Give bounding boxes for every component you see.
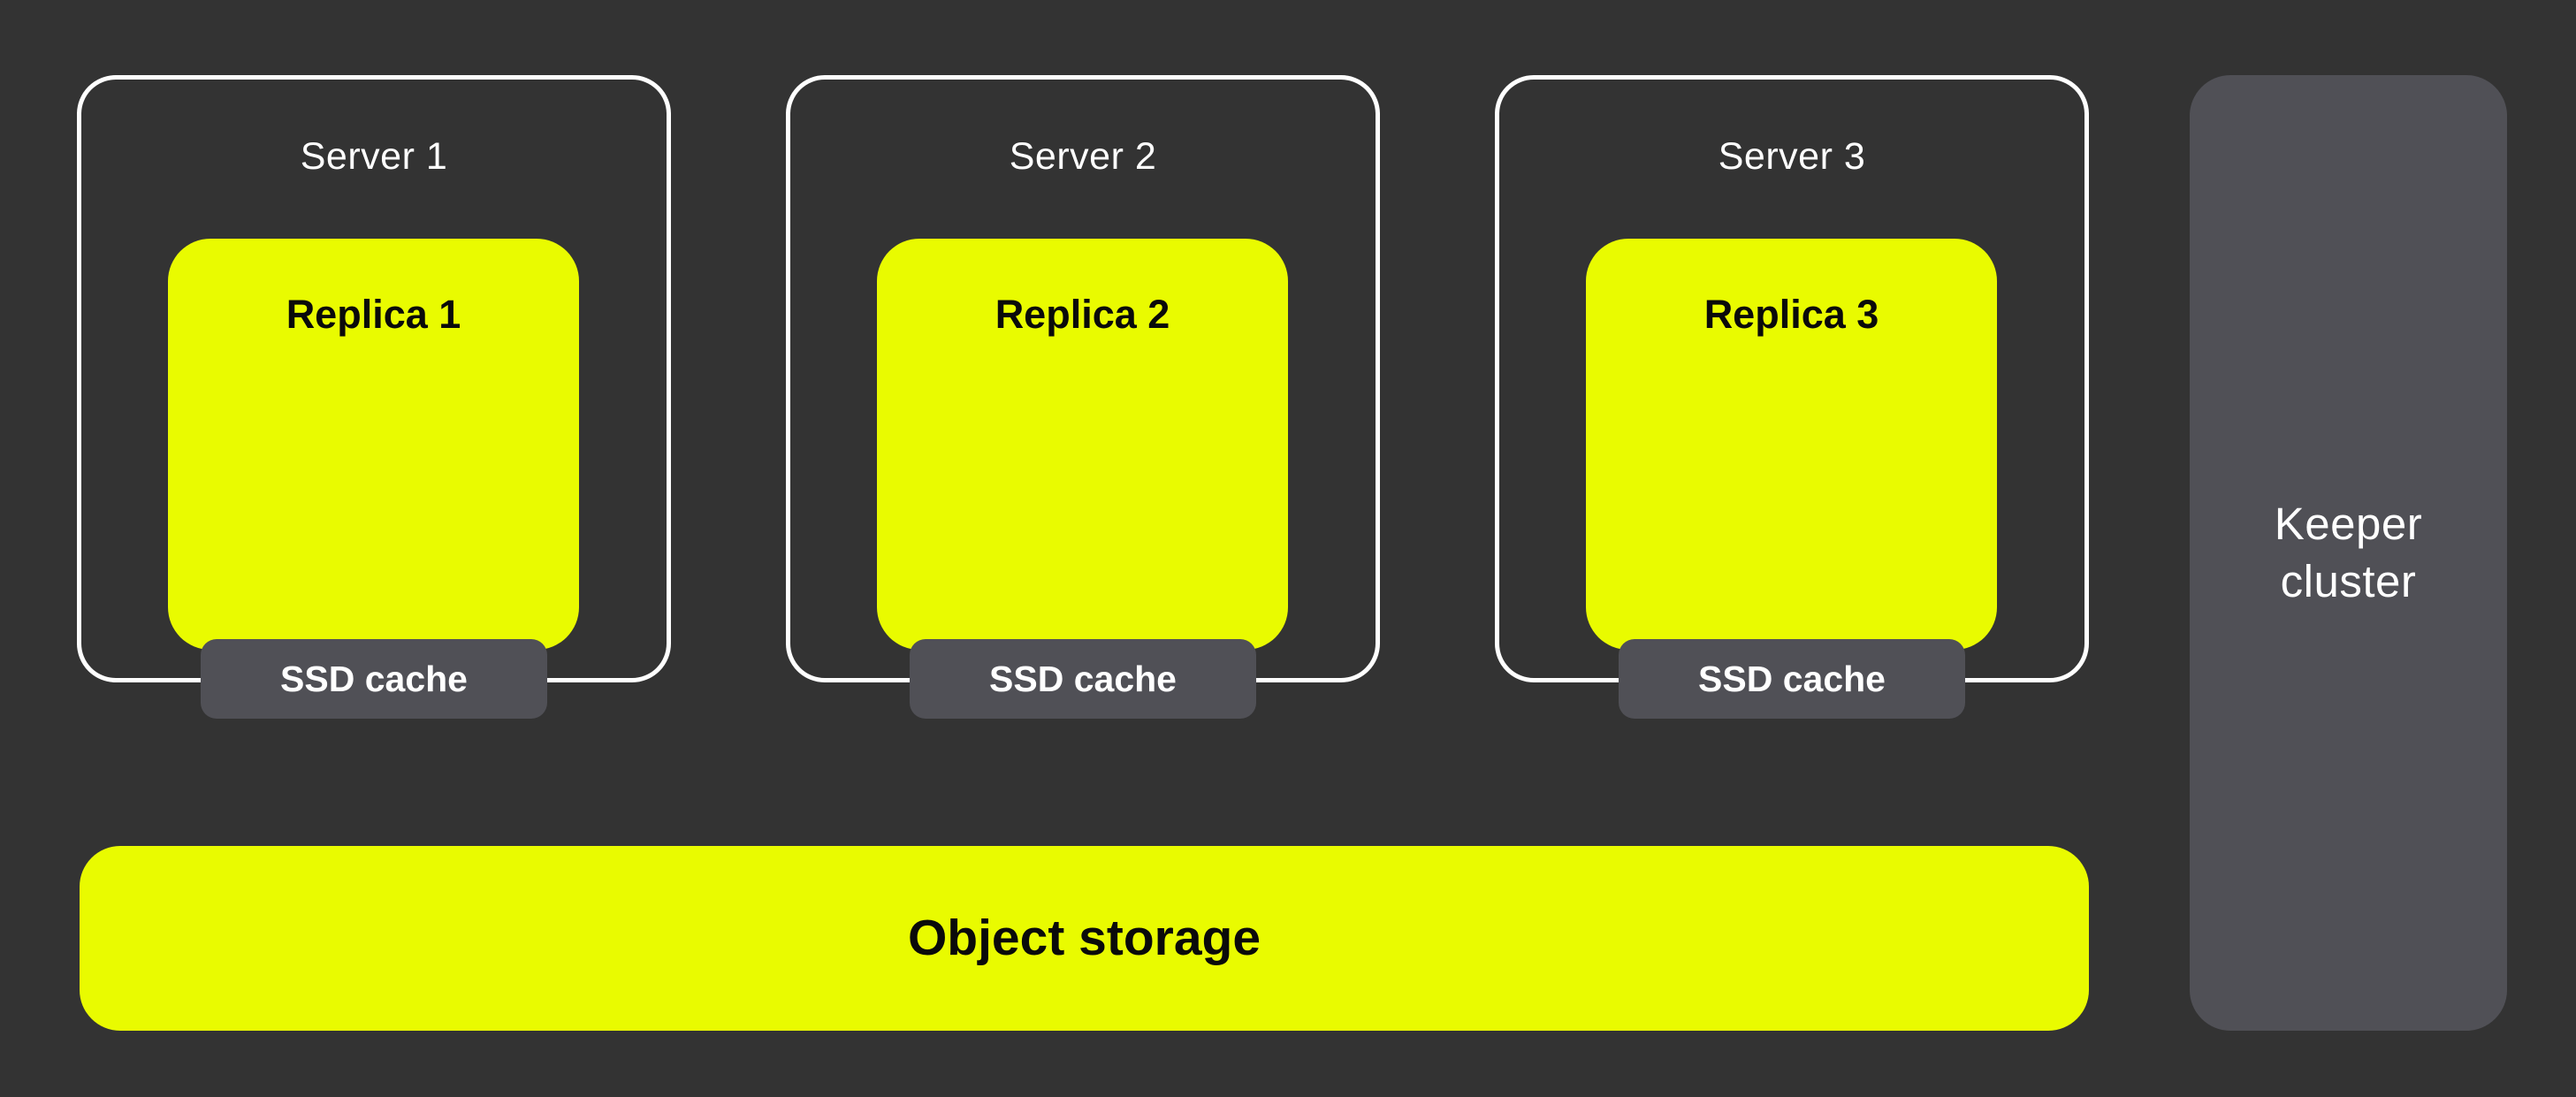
replica-3-label: Replica 3 [1703, 292, 1879, 337]
keeper-cluster-label: Keeper cluster [2274, 498, 2423, 606]
replica-3-box: Replica 3 [1586, 239, 1997, 650]
replica-1-label: Replica 1 [286, 292, 461, 337]
server-2-label: Server 2 [1009, 135, 1157, 178]
object-storage-label: Object storage [907, 910, 1261, 966]
server-3-label: Server 3 [1718, 135, 1866, 178]
replica-2-box: Replica 2 [877, 239, 1288, 650]
server-3-box: Server 3 Replica 3 SSD cache [1495, 75, 2089, 719]
ssd-cache-2-label: SSD cache [989, 658, 1177, 699]
object-storage-bar: Object storage [80, 846, 2089, 1031]
server-2-box: Server 2 Replica 2 SSD cache [786, 75, 1380, 719]
ssd-cache-3-label: SSD cache [1698, 658, 1886, 699]
replica-1-box: Replica 1 [168, 239, 579, 650]
ssd-cache-2-box: SSD cache [910, 639, 1256, 719]
ssd-cache-1-label: SSD cache [280, 658, 468, 699]
server-1-label: Server 1 [300, 135, 448, 178]
ssd-cache-1-box: SSD cache [201, 639, 547, 719]
ssd-cache-3-box: SSD cache [1619, 639, 1965, 719]
keeper-cluster-box: Keeper cluster [2190, 75, 2507, 1031]
server-1-box: Server 1 Replica 1 SSD cache [77, 75, 671, 719]
replica-2-label: Replica 2 [995, 292, 1170, 337]
